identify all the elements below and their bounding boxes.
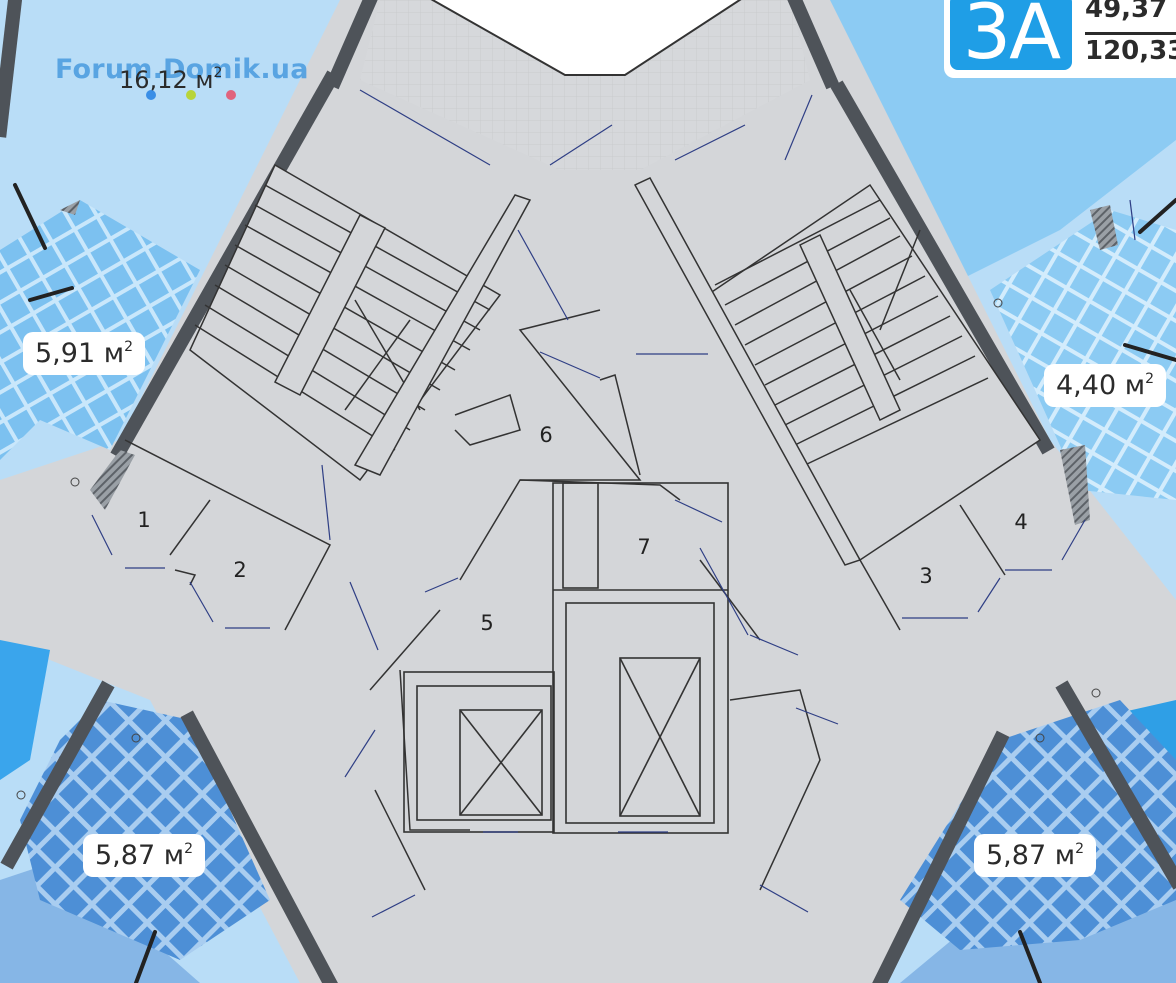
badge-divider — [1085, 32, 1176, 35]
balcony-right — [990, 210, 1176, 500]
section-number: 3A — [950, 0, 1072, 70]
area-unit: 2 — [1075, 841, 1084, 857]
area-value: 5,91 м — [35, 338, 125, 369]
area-total-bottom: 120,33 — [1085, 36, 1176, 66]
room-number-7: 7 — [637, 535, 651, 559]
room-number-2: 2 — [233, 558, 247, 582]
area-value: 16,12 м — [119, 66, 214, 94]
area-unit: 2 — [1145, 371, 1154, 387]
area-value: 5,87 м — [986, 840, 1076, 871]
room-number-1: 1 — [137, 508, 151, 532]
area-unit: 2 — [184, 841, 193, 857]
color-dot-blue — [146, 90, 156, 100]
area-label-bottom-left: 5,87 м2 — [83, 834, 205, 877]
area-label-top-left: 16,12 м2 — [107, 60, 234, 98]
area-label-right-balcony: 4,40 м2 — [1044, 364, 1166, 407]
room-number-5: 5 — [480, 611, 494, 635]
area-unit: 2 — [213, 65, 223, 81]
room-number-3: 3 — [919, 564, 933, 588]
watermark-text: Forum.Domik.ua — [55, 54, 309, 85]
room-number-6: 6 — [539, 423, 553, 447]
color-dot-pink — [226, 90, 236, 100]
area-unit: 2 — [124, 339, 133, 355]
area-value: 4,40 м — [1056, 370, 1146, 401]
area-label-left-balcony: 5,91 м2 — [23, 332, 145, 375]
color-dot-green — [186, 90, 196, 100]
balcony-left — [0, 200, 200, 460]
area-value: 5,87 м — [95, 840, 185, 871]
room-number-4: 4 — [1014, 510, 1028, 534]
area-total-top: 49,37 — [1085, 0, 1168, 24]
area-label-bottom-right: 5,87 м2 — [974, 834, 1096, 877]
